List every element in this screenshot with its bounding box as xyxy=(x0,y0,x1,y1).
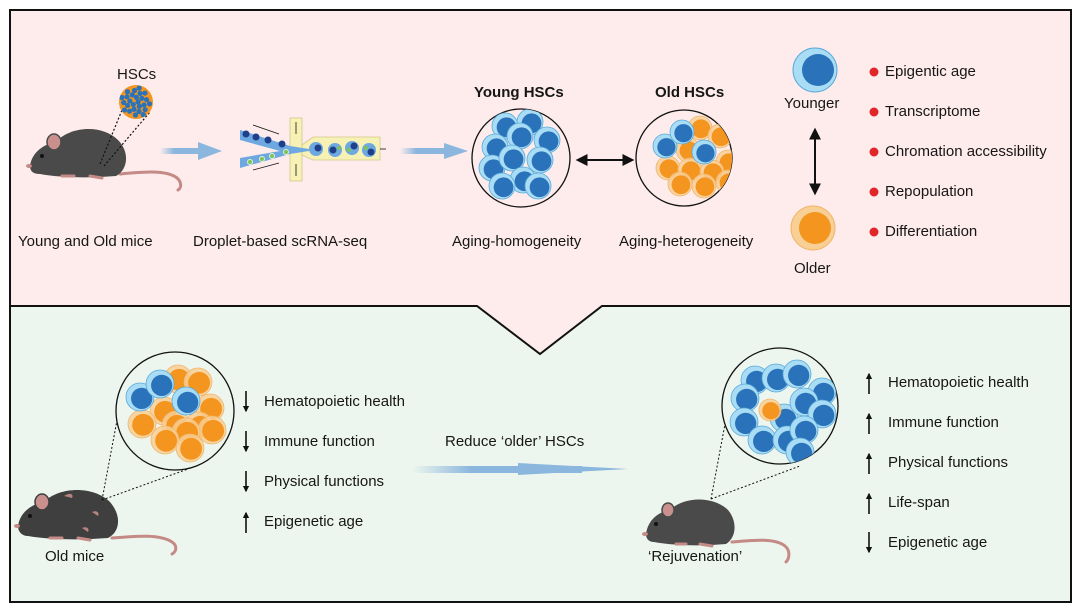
aging-homogeneity-caption: Aging-homogeneity xyxy=(452,233,582,250)
young-cell xyxy=(747,425,777,455)
old-effect-label: Hematopoietic health xyxy=(264,393,405,410)
old-cell xyxy=(150,425,180,455)
young-cell xyxy=(506,122,534,150)
aging-heterogeneity-caption: Aging-heterogeneity xyxy=(619,233,754,250)
feature-bullets xyxy=(869,67,879,237)
old-cell xyxy=(667,171,693,197)
bullet-dot xyxy=(869,107,879,117)
younger-cell-icon xyxy=(792,47,838,93)
old-cell xyxy=(127,409,157,439)
old-cell xyxy=(197,415,227,445)
rejuvenated-mouse-icon xyxy=(642,499,791,564)
young-cell xyxy=(729,407,759,437)
rejuv-effect-label: Physical functions xyxy=(888,454,1009,471)
young-hsc-cluster xyxy=(471,108,571,208)
younger-label: Younger xyxy=(784,95,840,112)
old-cell xyxy=(175,433,205,463)
young-cell xyxy=(524,172,552,200)
young-cell xyxy=(498,144,526,172)
intervention-arrow xyxy=(412,463,628,475)
rejuv-effect-label: Life-span xyxy=(888,494,950,511)
old-effect-label: Physical functions xyxy=(264,473,385,490)
old-cell xyxy=(758,398,782,422)
feature-item: Epigentic age xyxy=(885,63,976,80)
rejuv-effect-label: Hematopoietic health xyxy=(888,374,1029,391)
young-cell xyxy=(730,383,760,413)
rejuvenation-label: ‘Rejuvenation’ xyxy=(648,548,743,565)
young-cell xyxy=(652,133,678,159)
zoom-dotted-line xyxy=(101,468,189,501)
rejuvenated-hsc-cluster xyxy=(721,347,839,465)
feature-item: Chromation accessibility xyxy=(885,143,1047,160)
feature-item: Transcriptome xyxy=(885,103,981,120)
bullet-dot xyxy=(869,147,879,157)
bullet-dot xyxy=(869,187,879,197)
bullet-dot xyxy=(869,227,879,237)
young-cell xyxy=(782,359,812,389)
old-mice-label: Old mice xyxy=(45,548,105,565)
intervention-label: Reduce ‘older’ HSCs xyxy=(445,433,585,450)
zoom-dotted-line xyxy=(101,414,119,501)
hsc-inset-label: HSCs xyxy=(117,66,157,83)
old-effect-label: Immune function xyxy=(264,433,375,450)
mice-label: Young and Old mice xyxy=(18,233,153,250)
scrna-seq-label: Droplet-based scRNA-seq xyxy=(193,233,368,250)
hsc-mixed-inset xyxy=(119,85,153,119)
young-cell xyxy=(145,369,175,399)
old-mouse-icon xyxy=(14,490,178,556)
young-cell xyxy=(526,146,554,174)
old-mouse-hsc-cluster xyxy=(115,351,235,471)
rejuv-effect-label: Immune function xyxy=(888,414,999,431)
young-hscs-title: Young HSCs xyxy=(474,84,564,101)
rejuv-effect-label: Epigenetic age xyxy=(888,534,988,551)
old-cell xyxy=(691,173,717,199)
older-cell-icon xyxy=(790,205,836,251)
young-cell xyxy=(488,172,516,200)
feature-item: Differentiation xyxy=(885,223,978,240)
young-cell xyxy=(533,126,561,154)
old-hscs-title: Old HSCs xyxy=(655,84,725,101)
microfluidic-chip-icon xyxy=(240,117,386,182)
flow-arrow xyxy=(400,143,468,159)
panel-divider-chevron xyxy=(10,305,1071,356)
flow-arrow xyxy=(160,142,222,160)
young-cell xyxy=(669,119,695,145)
old-effect-label: Epigenetic age xyxy=(264,513,364,530)
feature-item: Repopulation xyxy=(885,183,974,200)
older-label: Older xyxy=(794,260,831,277)
young-cell xyxy=(691,139,717,165)
young-cell xyxy=(171,386,201,416)
young-cell xyxy=(789,415,819,445)
bullet-dot xyxy=(869,67,879,77)
zoom-dotted-line xyxy=(99,109,123,165)
mouse-icon xyxy=(26,128,183,192)
